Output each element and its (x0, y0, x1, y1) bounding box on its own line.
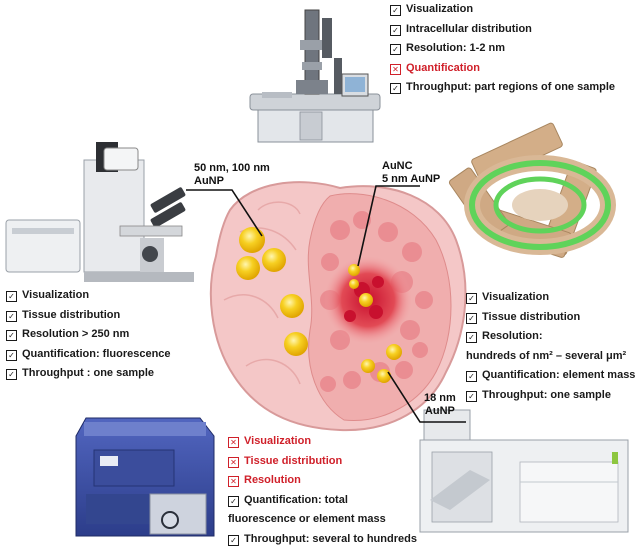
laser-item-5: ✓ Throughput: one sample (466, 386, 635, 406)
tissue-illustration (209, 181, 467, 432)
microscope-item-0: ✓ Visualization (6, 286, 171, 306)
bulk-item-5: ✓ Throughput: several to hundreds (228, 530, 417, 550)
laser-item-1: ✓ Tissue distribution (466, 308, 635, 328)
microscope-item-text: Quantification: fluorescence (22, 347, 171, 360)
bulk-item-text: Tissue distribution (244, 454, 343, 467)
tem-item-text: Resolution: 1-2 nm (406, 42, 506, 55)
microscope-item-text: Resolution > 250 nm (22, 328, 130, 341)
label-50-100nm-line2: AuNP (194, 175, 224, 187)
label-18nm-aunp: 18 nm AuNP (424, 392, 456, 418)
tem-item-text: Throughput: part regions of one sample (406, 81, 615, 94)
label-18nm-line1: 18 nm (424, 392, 456, 404)
bulk-item-text: Quantification: total (244, 493, 348, 506)
fluorescence-microscope-illustration (5, 142, 194, 282)
cross-box-icon: ✕ (390, 63, 401, 75)
check-box-icon: ✓ (466, 371, 477, 383)
check-box-icon: ✓ (390, 24, 401, 36)
check-box-icon: ✓ (466, 293, 477, 304)
laser-item-3: hundreds of nm² – several μm² (466, 347, 635, 367)
check-box-icon: ✓ (466, 332, 477, 344)
bulk-feature-list: ✕ Visualization ✕ Tissue distribution ✕ Resol… (228, 432, 417, 550)
laser-item-text: Tissue distribution (482, 310, 581, 323)
tem-item-text: Intracellular distribution (406, 22, 532, 35)
electron-microscope-illustration (249, 9, 381, 143)
tem-item-0: ✓ Visualization (390, 0, 615, 20)
bulk-item-4: fluorescence or element mass (228, 510, 417, 530)
microscope-item-3: ✓ Quantification: fluorescence (6, 345, 171, 365)
cross-box-icon: ✕ (228, 437, 239, 448)
laser-item-2: ✓ Resolution: (466, 327, 635, 347)
microscope-item-text: Throughput : one sample (22, 367, 154, 380)
laser-ablation-ring-illustration (448, 122, 616, 258)
check-box-icon: ✓ (6, 369, 17, 381)
laser-item-text: Visualization (482, 291, 550, 303)
check-box-icon: ✓ (390, 5, 401, 16)
microscope-item-4: ✓ Throughput : one sample (6, 364, 171, 384)
bulk-item-text: Throughput: several to hundreds (244, 532, 417, 545)
check-box-icon: ✓ (228, 495, 239, 507)
tem-item-text: Visualization (406, 3, 474, 15)
check-box-icon: ✓ (466, 312, 477, 324)
laser-item-0: ✓ Visualization (466, 288, 635, 308)
cross-box-icon: ✕ (228, 456, 239, 468)
laser-item-text: Resolution: (482, 330, 543, 343)
bulk-item-text: Visualization (244, 435, 312, 447)
check-box-icon: ✓ (466, 390, 477, 402)
laser-item-text: Quantification: element mass (482, 369, 636, 382)
microscope-item-2: ✓ Resolution > 250 nm (6, 325, 171, 345)
plate-reader-illustration (75, 417, 215, 537)
cross-box-icon: ✕ (228, 476, 239, 488)
bulk-item-3: ✓ Quantification: total (228, 491, 417, 511)
tem-feature-list: ✓ Visualization ✓ Intracellular distributio… (390, 0, 615, 98)
callout-lines (186, 185, 466, 423)
check-box-icon: ✓ (6, 310, 17, 322)
check-box-icon: ✓ (228, 534, 239, 546)
laser-item-text: hundreds of nm² – several μm² (466, 349, 627, 362)
tem-item-3: ✕ Quantification (390, 59, 615, 79)
bulk-item-text: Resolution (244, 474, 301, 487)
laser-item-4: ✓ Quantification: element mass (466, 366, 635, 386)
tem-item-text: Quantification (406, 61, 480, 74)
icp-ms-illustration (419, 409, 629, 533)
microscope-item-text: Tissue distribution (22, 308, 121, 321)
bulk-item-1: ✕ Tissue distribution (228, 452, 417, 472)
bulk-item-text: fluorescence or element mass (228, 513, 386, 526)
laser-feature-list: ✓ Visualization ✓ Tissue distribution ✓ Resol… (466, 288, 635, 406)
check-box-icon: ✓ (6, 330, 17, 342)
microscope-feature-list: ✓ Visualization ✓ Tissue distribution ✓ Resol… (6, 286, 171, 384)
label-aunc-line2: 5 nm AuNP (382, 173, 441, 185)
tem-item-2: ✓ Resolution: 1-2 nm (390, 39, 615, 59)
label-50-100nm-aunp: 50 nm, 100 nm AuNP (194, 162, 270, 188)
gold-nanoparticles (236, 227, 402, 383)
label-aunc-line1: AuNC (382, 160, 413, 172)
bulk-item-0: ✕ Visualization (228, 432, 417, 452)
bulk-item-2: ✕ Resolution (228, 471, 417, 491)
check-box-icon: ✓ (6, 349, 17, 361)
microscope-item-text: Visualization (22, 289, 90, 301)
tem-item-1: ✓ Intracellular distribution (390, 20, 615, 40)
label-50-100nm-line1: 50 nm, 100 nm (194, 162, 270, 174)
check-box-icon: ✓ (390, 83, 401, 95)
tem-item-4: ✓ Throughput: part regions of one sample (390, 78, 615, 98)
label-18nm-line2: AuNP (424, 405, 455, 417)
check-box-icon: ✓ (390, 44, 401, 56)
microscope-item-1: ✓ Tissue distribution (6, 306, 171, 326)
check-box-icon: ✓ (6, 291, 17, 302)
label-aunc-5nm-aunp: AuNC 5 nm AuNP (382, 160, 440, 186)
laser-item-text: Throughput: one sample (482, 388, 611, 401)
